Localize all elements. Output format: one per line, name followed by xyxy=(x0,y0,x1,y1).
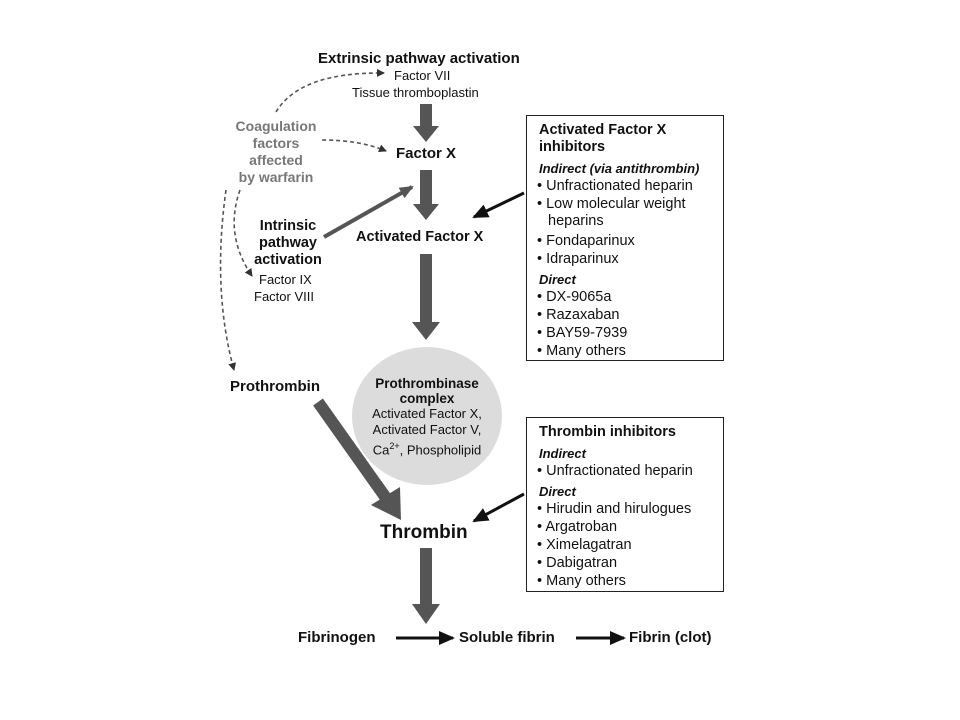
factor-viii-label: Factor VIII xyxy=(254,289,314,304)
extrinsic-pathway-title: Extrinsic pathway activation xyxy=(318,50,520,67)
fibrin-clot-node: Fibrin (clot) xyxy=(629,629,712,646)
intrinsic-line-1: Intrinsic xyxy=(259,218,317,234)
thrombin-direct-item: • Hirudin and hirulogues xyxy=(537,501,691,518)
bullet: • xyxy=(537,289,543,305)
fibrinogen-node: Fibrinogen xyxy=(298,629,376,646)
fxa-indirect-item: • Unfractionated heparin xyxy=(537,178,693,195)
fxa-indirect-label: Indirect (via antithrombin) xyxy=(539,161,700,176)
intrinsic-line-2: pathway xyxy=(258,235,317,251)
fxa-direct-item-text: Razaxaban xyxy=(546,307,620,323)
prothrombinase-title-1: Prothrombinase xyxy=(375,376,479,391)
thrombin-indirect-label: Indirect xyxy=(539,446,586,461)
thrombin-direct-item: • Many others xyxy=(537,573,626,590)
thrombin-box-title: Thrombin inhibitors xyxy=(539,424,676,440)
factor-ix-label: Factor IX xyxy=(259,272,312,287)
thrombin-direct-item-text: Dabigatran xyxy=(546,555,618,571)
main-arrow-prothrombin-to-thrombin xyxy=(313,398,401,520)
intrinsic-pathway-title: Intrinsic pathway activation xyxy=(248,218,328,269)
bullet: • xyxy=(537,251,543,267)
thrombin-inhibitor-arrow xyxy=(472,492,525,523)
activated-factor-x-node: Activated Factor X xyxy=(356,229,484,245)
fxa-indirect-item-text: Fondaparinux xyxy=(546,233,635,249)
prothrombinase-title-2: complex xyxy=(399,391,455,406)
soluble-fibrin-node: Soluble fibrin xyxy=(459,629,555,646)
bullet: • xyxy=(537,463,543,479)
thrombin-direct-item: • Dabigatran xyxy=(537,555,617,572)
thrombin-inhibitors-box: Thrombin inhibitors Indirect • Unfractio… xyxy=(526,417,724,592)
bullet: • xyxy=(537,233,543,249)
intrinsic-line-3: activation xyxy=(254,252,322,268)
bullet: • xyxy=(537,307,543,323)
warfarin-to-factor-x-dashed-arrow xyxy=(321,139,387,152)
fxa-indirect-item: • Idraparinux xyxy=(537,251,619,268)
main-arrow-extrinsic-to-factor-x xyxy=(413,104,439,142)
fxa-indirect-item: • Fondaparinux xyxy=(537,233,635,250)
thrombin-indirect-item: • Unfractionated heparin xyxy=(537,463,693,480)
thrombin-indirect-item-text: Unfractionated heparin xyxy=(546,463,693,479)
fxa-box-title-2: inhibitors xyxy=(539,139,606,155)
bullet: • xyxy=(537,196,543,212)
bullet: • xyxy=(537,555,543,571)
fxa-indirect-item-text: Idraparinux xyxy=(546,251,619,267)
fxa-direct-label: Direct xyxy=(539,272,576,287)
phospholipid-label: , Phospholipid xyxy=(399,442,482,458)
fxa-direct-item-text: DX-9065a xyxy=(546,289,612,305)
fxa-inhibitors-box: Activated Factor X inhibitors Indirect (… xyxy=(526,115,724,361)
bullet: • xyxy=(537,178,543,194)
fxa-direct-item: • Razaxaban xyxy=(537,307,619,324)
fxa-indirect-item-text: Unfractionated heparin xyxy=(546,178,693,194)
main-arrow-activated-to-prothrombinase xyxy=(412,254,440,340)
factor-x-node: Factor X xyxy=(396,145,457,162)
fxa-direct-item: • Many others xyxy=(537,343,626,360)
main-arrow-thrombin-to-fibrin xyxy=(412,548,440,624)
bullet: • xyxy=(537,573,543,589)
thrombin-node: Thrombin xyxy=(380,522,468,543)
bullet: • xyxy=(537,519,543,535)
thrombin-direct-item: • Ximelagatran xyxy=(537,537,632,554)
prothrombinase-line-3: Ca2+, Phospholipid xyxy=(352,438,502,458)
fxa-indirect-item-cont: heparins xyxy=(548,213,604,229)
fxa-indirect-item-text: Low molecular weight xyxy=(546,196,686,212)
fxa-direct-item-text: Many others xyxy=(546,343,626,359)
warfarin-factors-label: Coagulation factors affected by warfarin xyxy=(226,118,326,186)
factor-vii-label: Factor VII xyxy=(394,68,451,83)
warfarin-to-factor-ix-dashed-arrow xyxy=(233,189,253,277)
bullet: • xyxy=(537,537,543,553)
prothrombinase-complex-text: Prothrombinase complex Activated Factor … xyxy=(352,376,502,458)
fxa-direct-item: • BAY59-7939 xyxy=(537,325,627,342)
prothrombin-node: Prothrombin xyxy=(230,378,320,395)
bullet: • xyxy=(537,325,543,341)
thrombin-direct-label: Direct xyxy=(539,484,576,499)
prothrombinase-line-2: Activated Factor V, xyxy=(372,422,482,437)
bullet: • xyxy=(537,501,543,517)
warfarin-to-prothrombin-dashed-arrow xyxy=(219,189,237,371)
fxa-box-title-1: Activated Factor X xyxy=(539,122,667,138)
prothrombinase-complex-circle xyxy=(352,347,502,485)
thrombin-direct-item-text: Ximelagatran xyxy=(546,537,632,553)
fxa-direct-item: • DX-9065a xyxy=(537,289,611,306)
warfarin-line-1: Coagulation xyxy=(235,118,317,134)
tissue-thromboplastin-label: Tissue thromboplastin xyxy=(352,85,479,100)
thrombin-direct-item-text: Many others xyxy=(546,573,626,589)
bullet: • xyxy=(537,343,543,359)
warfarin-line-3: affected xyxy=(249,152,303,168)
thrombin-direct-item: • Argatroban xyxy=(537,519,617,536)
intrinsic-to-factor-x-arrow xyxy=(323,185,414,239)
ca-label: Ca xyxy=(372,442,390,458)
fxa-direct-item-text: BAY59-7939 xyxy=(546,325,628,341)
thrombin-direct-item-text: Hirudin and hirulogues xyxy=(546,501,692,517)
fxa-indirect-item: • Low molecular weight xyxy=(537,196,686,213)
ca-charge: 2+ xyxy=(389,441,400,451)
main-arrow-factor-x-to-activated xyxy=(413,170,439,220)
warfarin-to-factor-vii-dashed-arrow xyxy=(275,68,385,113)
thrombin-direct-item-text: Argatroban xyxy=(545,519,618,535)
prothrombinase-line-1: Activated Factor X, xyxy=(372,406,482,421)
fxa-inhibitor-arrow xyxy=(472,191,525,219)
warfarin-line-2: factors xyxy=(252,135,300,151)
warfarin-line-4: by warfarin xyxy=(238,169,314,185)
